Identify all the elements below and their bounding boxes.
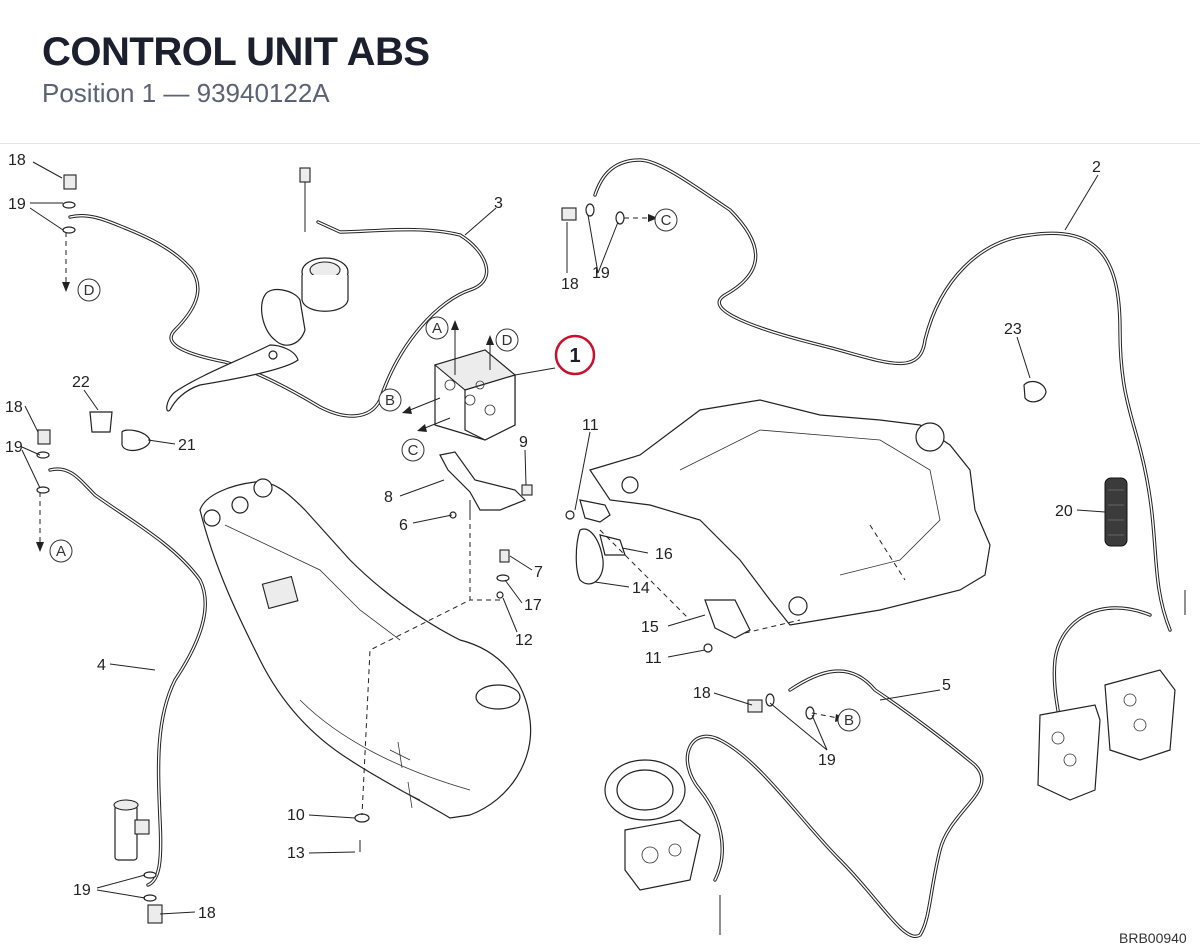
- callout-8[interactable]: 8: [384, 489, 393, 506]
- callout-11[interactable]: 11: [582, 417, 599, 434]
- callout-10[interactable]: 10: [287, 807, 305, 824]
- connector-A-unit[interactable]: A: [432, 320, 442, 337]
- callout-2[interactable]: 2: [1092, 159, 1101, 176]
- brake-pipe-3: [68, 214, 489, 418]
- callout-19[interactable]: 19: [73, 882, 91, 899]
- callout-12[interactable]: 12: [515, 632, 533, 649]
- bracket-15: [704, 599, 751, 639]
- connector-D-unit[interactable]: D: [502, 332, 513, 349]
- callout-19[interactable]: 19: [8, 196, 26, 213]
- connector-D-left[interactable]: D: [84, 282, 95, 299]
- highlight-circle-1[interactable]: [554, 334, 596, 376]
- callout-9[interactable]: 9: [519, 434, 528, 451]
- callout-18[interactable]: 18: [5, 399, 23, 416]
- connector-B-right[interactable]: B: [844, 712, 854, 729]
- callout-5[interactable]: 5: [942, 677, 951, 694]
- callout-18[interactable]: 18: [693, 685, 711, 702]
- clamp-23: [1023, 380, 1047, 403]
- callout-19[interactable]: 19: [592, 265, 610, 282]
- callout-18[interactable]: 18: [561, 276, 579, 293]
- connector-C-right[interactable]: C: [661, 212, 672, 229]
- clip-21-22: [89, 411, 151, 452]
- callout-3[interactable]: 3: [494, 195, 503, 212]
- callout-6[interactable]: 6: [399, 517, 408, 534]
- callout-7[interactable]: 7: [534, 564, 543, 581]
- callout-20[interactable]: 20: [1055, 503, 1073, 520]
- page-title: CONTROL UNIT ABS: [42, 30, 430, 74]
- callout-17[interactable]: 17: [524, 597, 542, 614]
- callout-18[interactable]: 18: [8, 152, 26, 169]
- sleeve-20: [1104, 477, 1128, 547]
- callout-15[interactable]: 15: [641, 619, 659, 636]
- callout-11[interactable]: 11: [645, 650, 662, 667]
- drawing-code: BRB00940: [1119, 930, 1187, 946]
- callout-4[interactable]: 4: [97, 657, 106, 674]
- callout-23[interactable]: 23: [1004, 321, 1022, 338]
- brake-pipe-2: [593, 158, 1172, 632]
- dashed-assembly-lines: [36, 214, 846, 816]
- caliper-feed-pipe: [1052, 606, 1152, 727]
- connector-circles: D A A D B C C B: [49, 208, 861, 732]
- callout-19[interactable]: 19: [818, 752, 836, 769]
- connector-B-unit[interactable]: B: [385, 392, 395, 409]
- front-master-cylinder: [166, 167, 349, 412]
- header-divider: [0, 143, 1200, 144]
- connector-C-unit[interactable]: C: [408, 442, 419, 459]
- callout-19[interactable]: 19: [5, 439, 23, 456]
- rear-master-cylinder: [113, 799, 150, 861]
- rear-caliper: [604, 759, 721, 935]
- connector-A-left[interactable]: A: [56, 543, 66, 560]
- fuel-tank-assembly: [199, 478, 532, 819]
- callout-16[interactable]: 16: [655, 546, 673, 563]
- front-calipers: [1037, 590, 1186, 801]
- callout-13[interactable]: 13: [287, 845, 305, 862]
- callout-22[interactable]: 22: [72, 374, 90, 391]
- callout-14[interactable]: 14: [632, 580, 650, 597]
- page-subtitle: Position 1 — 93940122A: [42, 78, 330, 108]
- callout-21[interactable]: 21: [178, 437, 196, 454]
- main-frame: [589, 399, 991, 634]
- bolts-and-washers: [36, 174, 815, 924]
- brake-pipe-4: [48, 467, 207, 887]
- part-number-labels: 18 19 3 2 18 19 23 22 21 18 19 9 8 6 11 …: [5, 152, 1101, 922]
- parts-14-16: [575, 499, 626, 585]
- leader-lines: [21, 161, 1106, 915]
- callout-18[interactable]: 18: [198, 905, 216, 922]
- abs-bracket: [439, 451, 533, 518]
- brake-pipe-5: [685, 669, 984, 939]
- abs-control-unit: [402, 320, 517, 441]
- callout-1[interactable]: 1: [569, 345, 580, 367]
